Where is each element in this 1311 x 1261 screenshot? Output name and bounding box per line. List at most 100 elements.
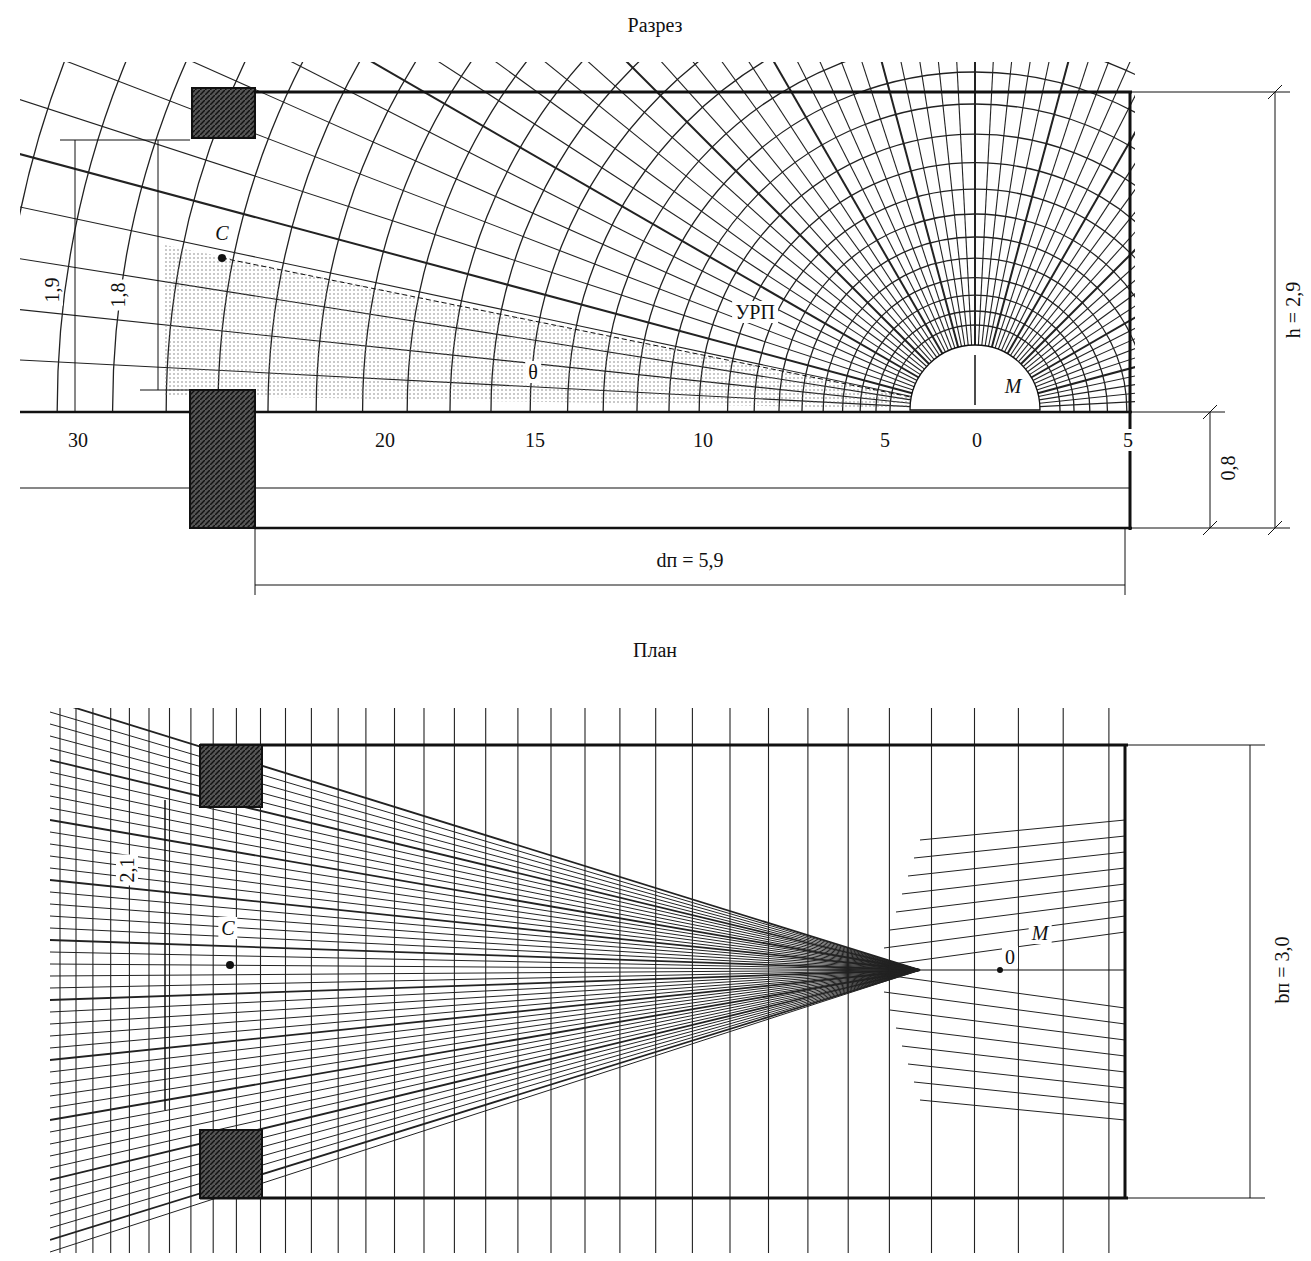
grid-line [890,1010,1125,1040]
grid-line [50,970,920,1144]
grid-line [485,708,486,1253]
grid-line [394,708,395,1253]
grid-line [50,970,920,1168]
grid-line [50,970,920,1132]
pier [200,1130,262,1198]
grid-line [338,708,339,1253]
dimension: 0,8 [1217,453,1239,484]
grid-line [50,760,920,970]
grid-line [1030,62,1135,375]
grid-line [50,892,920,970]
grid-line [50,970,920,1252]
centre-mark [974,355,976,405]
heading: Разрез [625,14,686,36]
grid-line [1018,708,1019,1253]
grid-line [50,904,920,970]
lintel [192,88,255,138]
grid-line [75,708,76,1253]
grid-arc [20,62,1135,412]
grid-line [584,708,585,1253]
grid-line [423,708,424,1253]
grid-line [889,708,890,1253]
window-sill [190,390,255,528]
grid-line [50,916,920,970]
grid-line [50,970,920,1096]
scale-number: 15 [522,429,548,451]
grid-arc [20,62,1135,412]
grid-arc [890,325,1060,412]
grid-line [807,708,808,1253]
grid-line [50,964,920,970]
graph-grid [20,62,1135,412]
grid-line [50,808,920,970]
grid-line [50,970,920,1084]
grid-line [50,970,920,1180]
point-c [226,961,234,969]
grid-arc [20,62,1135,412]
grid-line [50,970,920,1228]
grid-line [50,952,920,970]
grid-line [902,1046,1125,1072]
scale-number: 5 [1120,429,1136,451]
grid-line [285,708,286,1253]
grid-line [729,708,730,1253]
grid-line [1016,62,1135,359]
grid-line [129,708,130,1253]
point-label: 0 [1002,946,1018,968]
grid-line [896,1028,1125,1056]
grid-line [1063,708,1064,1253]
angle-label: θ [525,361,541,383]
grid-line [50,940,920,970]
grid-line [148,708,149,1253]
heading: План [630,639,680,661]
grid-line [974,708,975,1253]
grid-line [454,708,455,1253]
grid-line [50,784,920,970]
dimension: h = 2,9 [1282,279,1304,341]
grid-line [931,708,932,1253]
pier [200,745,262,807]
grid-line [50,832,920,970]
grid-line [311,708,312,1253]
scale-number: 5 [877,429,893,451]
scale-number: 0 [969,429,985,451]
grid-line [50,928,920,970]
dimension: 2,1 [116,855,138,886]
graph-centre [910,345,1040,410]
grid-line [908,1064,1125,1088]
point-label: М [1002,375,1025,397]
dimension: 1,9 [41,275,63,306]
scale-number: 10 [690,429,716,451]
grid-line [50,868,920,970]
dimension: bп = 3,0 [1271,934,1293,1007]
grid-line [110,708,111,1253]
dimension: dп = 5,9 [654,549,727,571]
plan-outline [165,745,1265,1198]
grid-line [50,708,920,970]
plan-grid [50,708,1125,1253]
grid-line [517,708,518,1253]
scale-number: 30 [65,429,91,451]
grid-line [50,856,920,970]
point-label: М [1029,922,1052,944]
grid-line [50,880,920,970]
grid-arc [20,62,1135,412]
grid-line [50,772,920,970]
grid-line [884,916,1125,948]
point-label: С [218,917,237,939]
grid-line [430,62,945,352]
light-band [165,245,975,410]
grid-line [50,970,920,1060]
grid-line [50,970,920,1204]
grid-line [50,970,920,1120]
grid-line [768,708,769,1253]
grid-line [50,820,920,970]
grid-line [914,836,1125,858]
grid-line [655,708,656,1253]
grid-line [169,708,170,1253]
point-label: С [212,222,231,244]
grid-line [902,868,1125,894]
grid-line [604,62,955,348]
grid-line [908,852,1125,876]
